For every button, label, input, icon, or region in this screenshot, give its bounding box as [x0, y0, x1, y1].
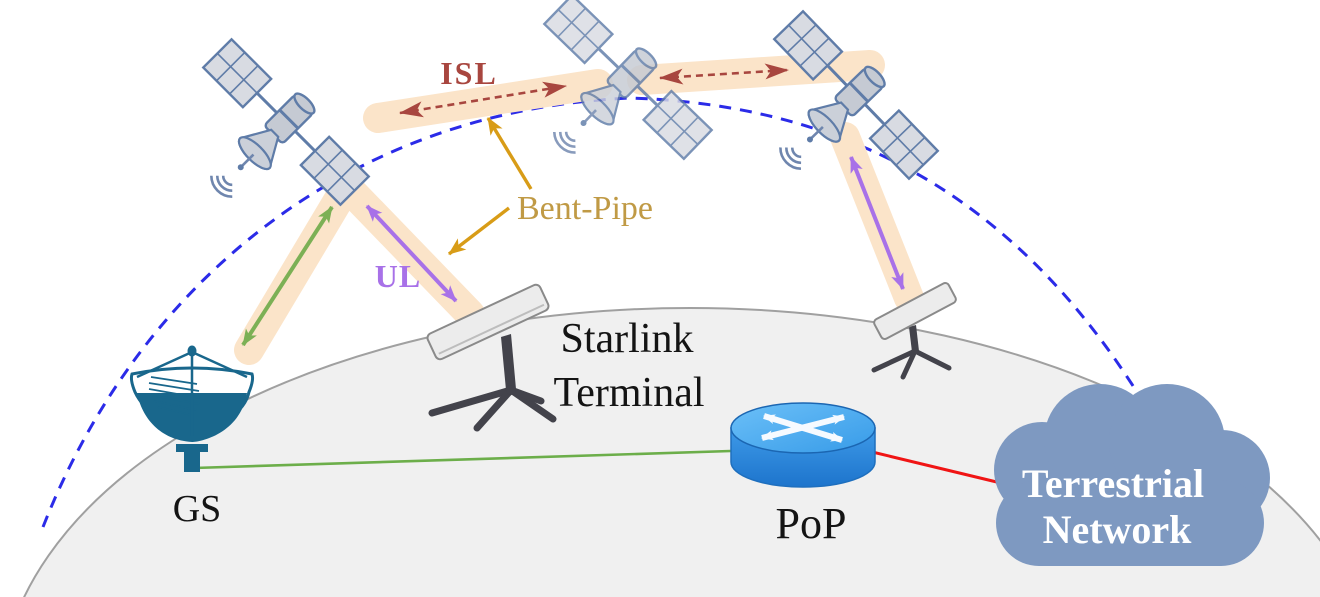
terrestrial-cloud-icon: [994, 384, 1270, 566]
isl-label: ISL: [440, 55, 498, 91]
satellite-3-icon: [717, 1, 948, 234]
pop-label: PoP: [776, 499, 847, 548]
gs-link-band: [234, 179, 357, 365]
terminal-satellite-arrow: [849, 156, 905, 290]
starlink-terminal-label-line2: Terminal: [554, 370, 705, 416]
gs-satellite-arrow: [241, 205, 334, 347]
starlink-terminal-icon: [426, 283, 557, 432]
gs-pop-line: [193, 448, 763, 470]
gs-dish-icon: [129, 345, 255, 472]
small-terminal-icon: [871, 281, 957, 380]
satellite-1-icon: [147, 29, 379, 261]
bent-pipe-label: Bent-Pipe: [517, 190, 653, 227]
pop-router-icon: [730, 402, 876, 488]
pop-cloud-line: [863, 448, 1006, 486]
terrestrial-network-label-line1: Terrestrial: [1022, 461, 1204, 506]
terrestrial-network-label-line2: Network: [1043, 507, 1193, 552]
isl-arrow-2: [659, 63, 789, 85]
bent-pipe-callout-arrow-up: [486, 117, 533, 190]
starlink-terminal-label-line1: Starlink: [561, 316, 694, 362]
bent-pipe-callout-arrow-down: [447, 206, 511, 256]
gs-label: GS: [173, 488, 222, 530]
router-arrows-icon: [761, 413, 845, 443]
uplink-label: UL: [375, 258, 421, 294]
uplink-arrow: [365, 204, 458, 303]
isl-arrow-1: [399, 81, 567, 118]
